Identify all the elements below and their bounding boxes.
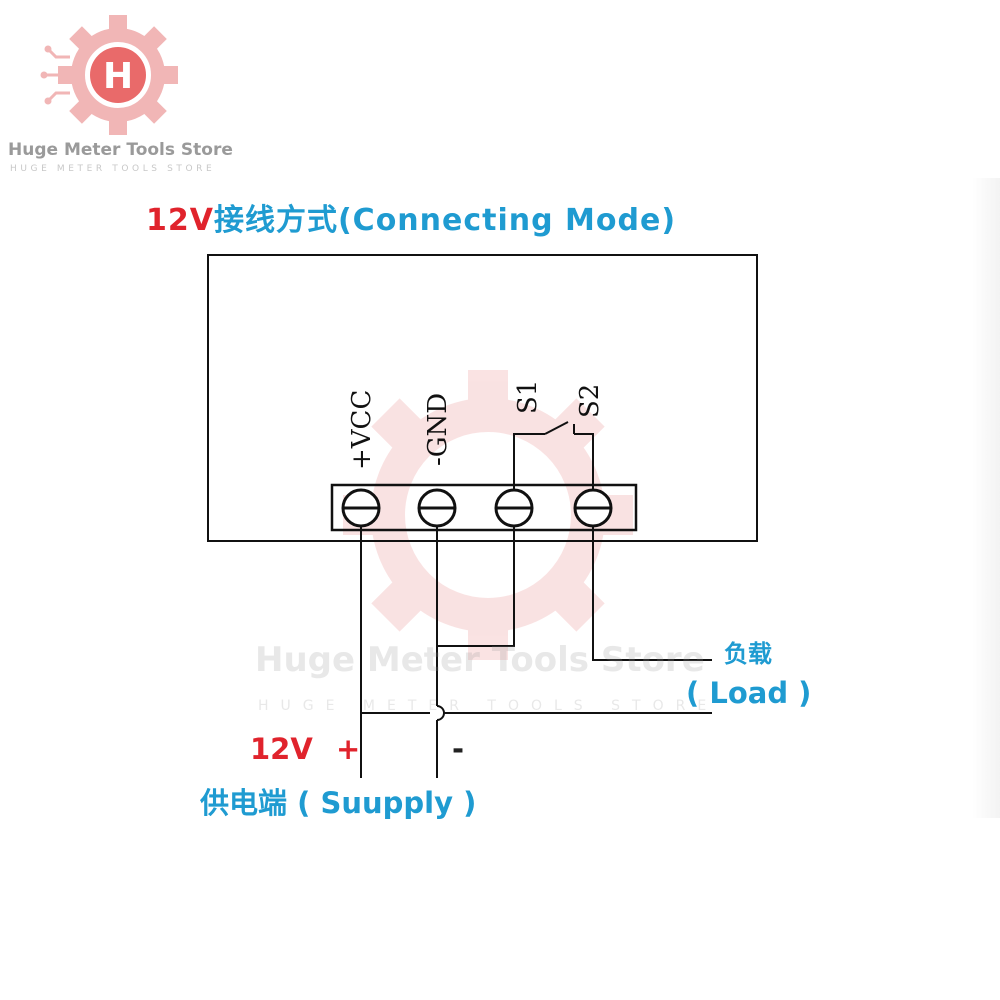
watermark-text: Huge Meter Tools Store [255,640,705,680]
terminal-label-s1: S1 [513,380,543,414]
load-label-en: ( Load ) [686,676,812,710]
page-title: 12V接线方式(Connecting Mode) [146,195,676,239]
logo-gear-icon: H [40,15,178,135]
terminal-screw-s2 [573,488,613,528]
terminal-label-gnd: -GND [423,393,453,466]
supply-minus: - [452,732,465,766]
terminal-screw-vcc [341,488,381,528]
terminal-strip [330,483,638,532]
watermark-subtext: HUGE METER TOOLS STORE [258,698,719,714]
relay-switch [513,421,594,490]
supply-plus: + [336,732,361,766]
brand-name: Huge Meter Tools Store [8,140,233,160]
terminal-screw-gnd [417,488,457,528]
external-wiring [360,526,712,778]
title-text: 接线方式(Connecting Mode) [213,203,677,238]
module-box [207,254,758,542]
brand-tagline: HUGE METER TOOLS STORE [10,164,216,174]
right-edge-shade [972,178,1000,818]
logo-letter: H [103,56,133,97]
supply-voltage: 12V [250,732,313,766]
terminal-screw-s1 [494,488,534,528]
load-label-cn: 负载 [724,640,772,668]
title-voltage: 12V [146,203,214,238]
supply-label: 供电端 ( Suupply ) [200,786,477,820]
terminal-label-s2: S2 [575,384,605,418]
terminal-label-vcc: +VCC [347,390,377,470]
